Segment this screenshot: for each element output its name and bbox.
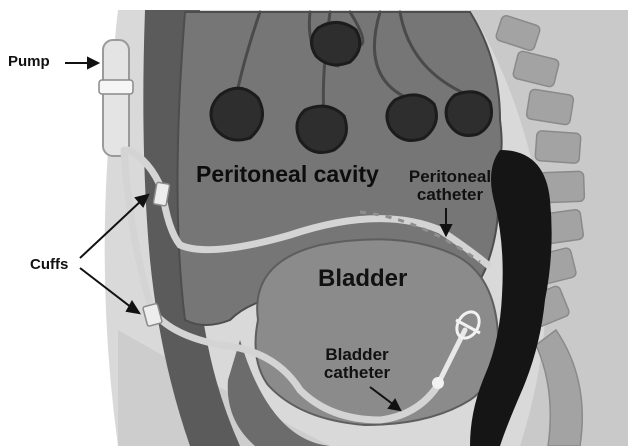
peritoneal-catheter-label: Peritoneal catheter [400, 168, 500, 204]
peritoneal-catheter-label-line1: Peritoneal [400, 168, 500, 186]
cuffs-label: Cuffs [30, 257, 68, 273]
peritoneal-catheter-label-line2: catheter [400, 186, 500, 204]
pump-label: Pump [8, 54, 50, 70]
bladder-label: Bladder [318, 266, 407, 291]
bladder-catheter-label-line2: catheter [312, 364, 402, 382]
bladder-catheter-label-line1: Bladder [312, 346, 402, 364]
bladder-catheter-label: Bladder catheter [312, 346, 402, 382]
pump-device [99, 40, 133, 156]
peritoneal-cavity-label: Peritoneal cavity [196, 162, 379, 186]
upper-cuff [153, 182, 170, 206]
